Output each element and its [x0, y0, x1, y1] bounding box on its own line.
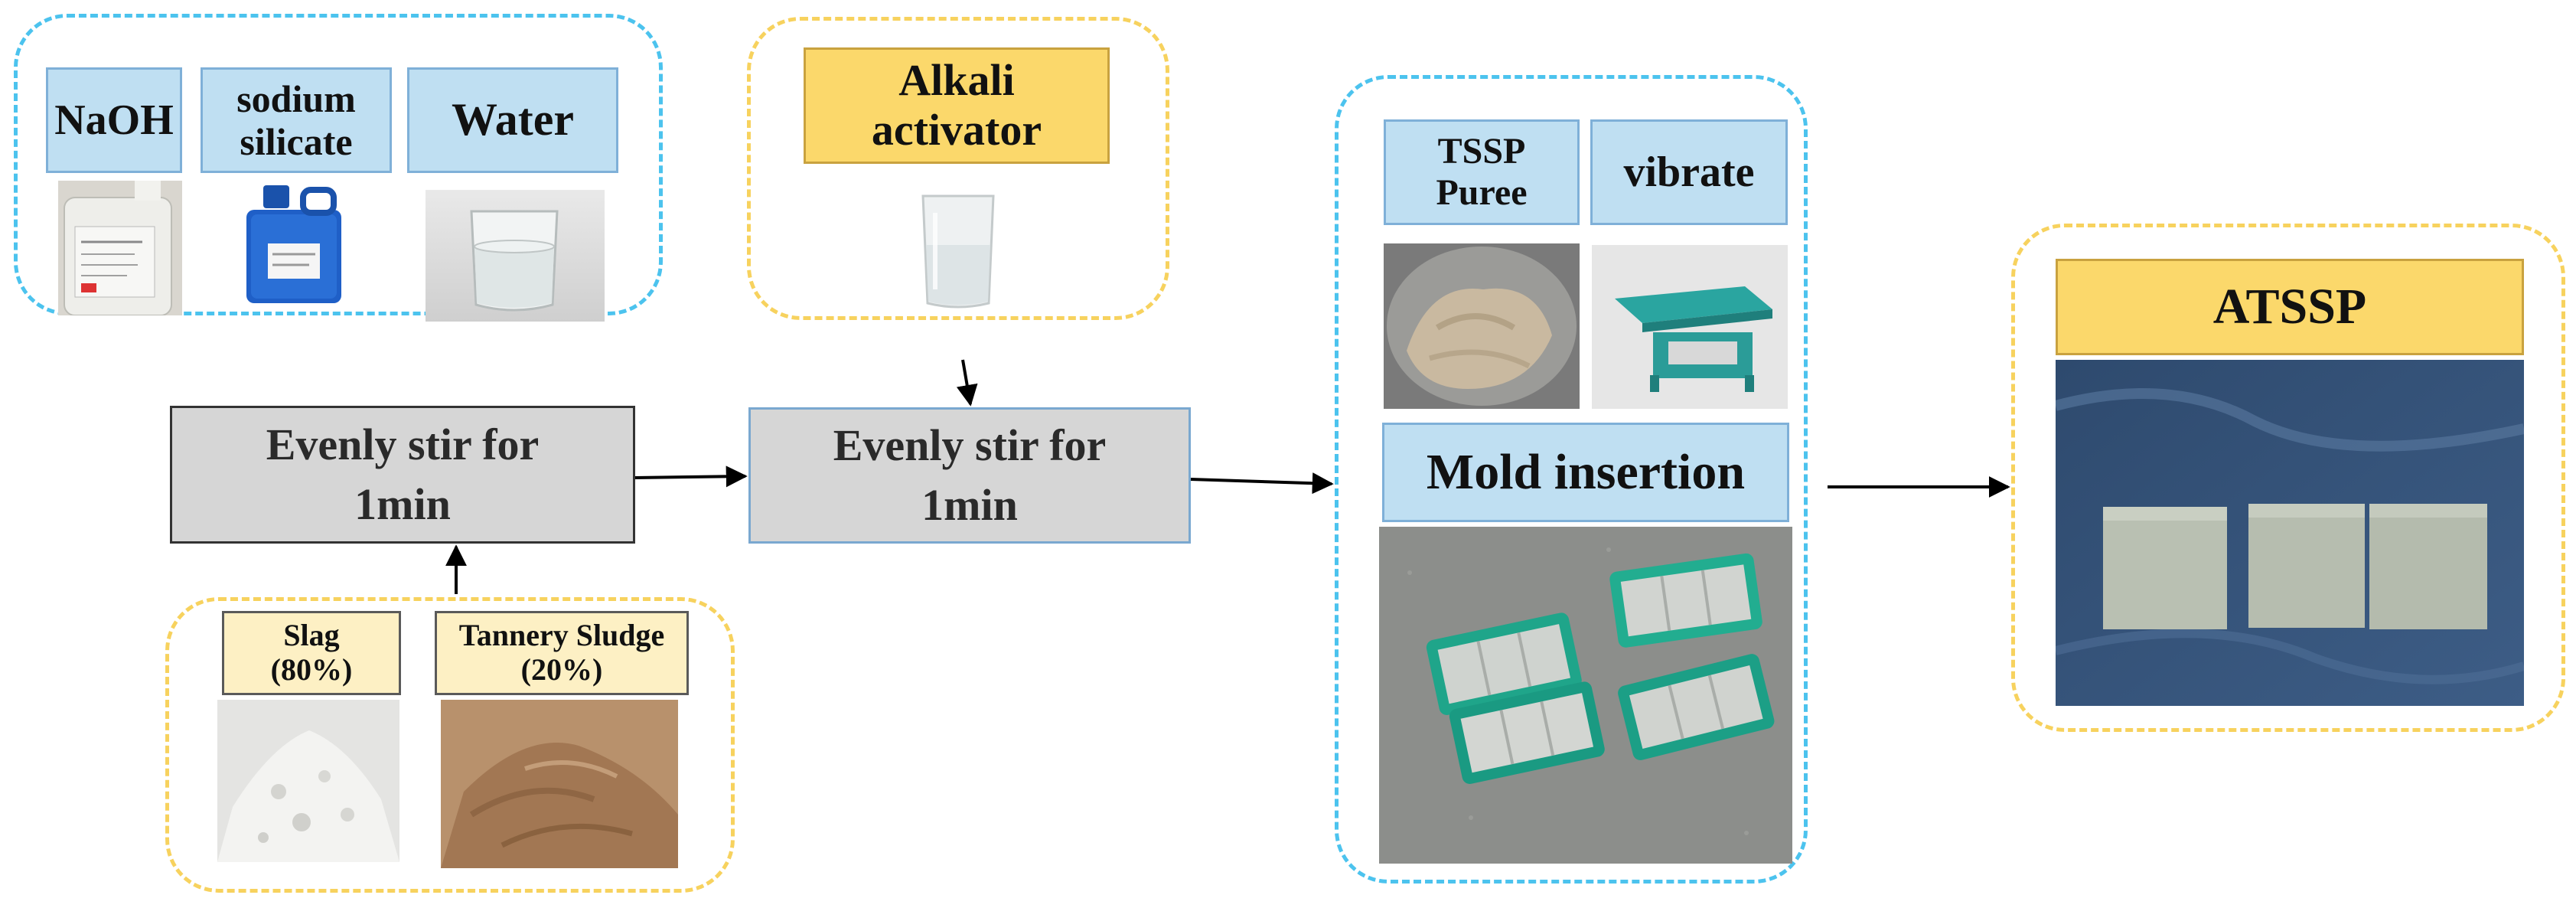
- arrow-step2-to-molding: [1190, 472, 1334, 495]
- alkali-activator-group: [747, 17, 1169, 320]
- solid-raw-materials-group: [165, 597, 735, 893]
- arrow-step1-to-step2: [634, 465, 748, 488]
- slag-label: Slag (80%): [222, 611, 401, 695]
- sodium-silicate-label-text: sodium silicate: [236, 77, 356, 163]
- stir-step-2-text: Evenly stir for 1min: [833, 420, 1107, 530]
- activator-beaker-photo: [903, 182, 1013, 314]
- stir-step-2: Evenly stir for 1min: [748, 407, 1191, 544]
- liquid-ingredients-group: [14, 14, 663, 315]
- stir-step-1-text: Evenly stir for 1min: [266, 419, 540, 529]
- tssp-puree-label-text: TSSP Puree: [1436, 131, 1528, 213]
- water-label-text: Water: [452, 94, 574, 145]
- tssp-puree-label: TSSP Puree: [1384, 119, 1580, 225]
- mold-insertion-photo: [1379, 527, 1792, 864]
- slag-powder-photo: [217, 700, 399, 862]
- tssp-puree-photo: [1384, 243, 1580, 409]
- stir-step-1: Evenly stir for 1min: [170, 406, 635, 544]
- vibrate-label: vibrate: [1590, 119, 1788, 225]
- naoh-label-text: NaOH: [54, 96, 174, 144]
- atssp-label-text: ATSSP: [2212, 279, 2367, 335]
- atssp-label: ATSSP: [2056, 259, 2524, 355]
- mold-insertion-label: Mold insertion: [1382, 423, 1789, 522]
- alkali-activator-label-text: Alkali activator: [871, 55, 1042, 155]
- arrow-activator-to-step2: [956, 359, 978, 407]
- molding-group: [1335, 75, 1808, 884]
- vibrating-table-photo: [1592, 245, 1788, 409]
- tannery-sludge-powder-photo: [441, 700, 678, 868]
- product-group: [2011, 224, 2565, 732]
- sodium-silicate-label: sodium silicate: [201, 67, 392, 173]
- mold-insertion-label-text: Mold insertion: [1426, 444, 1746, 501]
- water-beaker-photo: [426, 190, 605, 322]
- water-label: Water: [407, 67, 618, 173]
- atssp-specimens-photo: [2056, 360, 2524, 706]
- slag-label-text: Slag (80%): [270, 618, 353, 687]
- naoh-bottle-photo: [58, 181, 182, 315]
- sodium-silicate-can-photo: [230, 179, 358, 311]
- naoh-label: NaOH: [46, 67, 182, 173]
- tannery-sludge-label-text: Tannery Sludge (20%): [458, 618, 665, 687]
- vibrate-label-text: vibrate: [1623, 148, 1755, 196]
- alkali-activator-label: Alkali activator: [804, 47, 1110, 164]
- tannery-sludge-label: Tannery Sludge (20%): [435, 611, 689, 695]
